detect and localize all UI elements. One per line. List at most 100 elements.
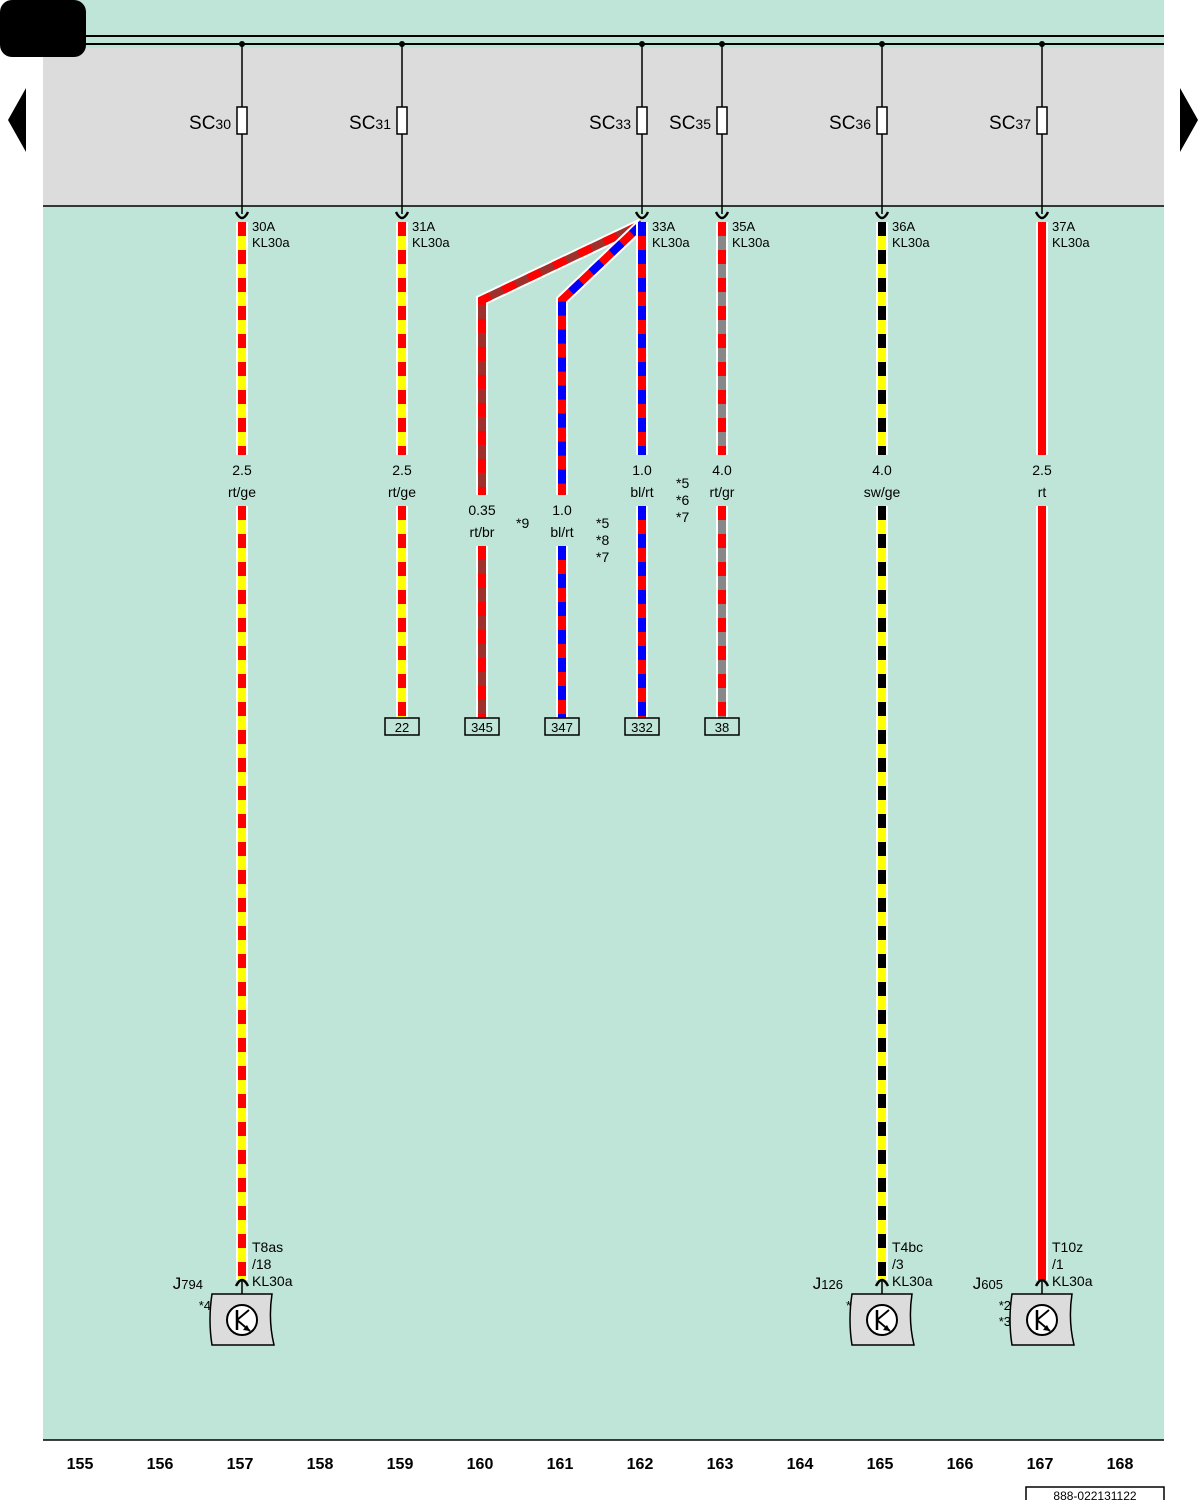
fuse-symbol [876, 106, 888, 135]
component-label: J794 [173, 1274, 203, 1293]
fuse-symbol [396, 106, 408, 135]
fuse-pin-label: 30A [252, 219, 275, 234]
connector-socket-icon [394, 211, 410, 220]
connector-name: T4bc [892, 1239, 923, 1255]
component-footnote: *2 [999, 1298, 1011, 1313]
grid-number-160: 160 [467, 1456, 494, 1473]
connector-name: T10z [1052, 1239, 1083, 1255]
connector-pin: /18 [252, 1256, 272, 1272]
fuse-pin-label: 36A [892, 219, 915, 234]
wire-size-label: 2.5 [392, 462, 412, 478]
reference-number: 22 [395, 720, 409, 735]
connector-pin: /3 [892, 1256, 904, 1272]
fuse-terminal-label: KL30a [732, 235, 770, 250]
wire-color-label: bl/rt [550, 524, 573, 540]
reference-number: 345 [471, 720, 493, 735]
connector-terminal: KL30a [892, 1273, 933, 1289]
fuse-terminal-label: KL30a [892, 235, 930, 250]
grid-number-159: 159 [387, 1456, 414, 1473]
fuse-layer: SC3030AKL30aSC3131AKL30aSC3333AKL30aSC35… [189, 41, 1090, 250]
reference-box-22[interactable]: 22 [384, 717, 420, 736]
diagram-background [43, 0, 1164, 1440]
reference-box-347[interactable]: 347 [544, 717, 580, 736]
wire-size-label: 1.0 [632, 462, 652, 478]
grid-number-156: 156 [147, 1456, 174, 1473]
grid-number-167: 167 [1027, 1456, 1054, 1473]
document-code: 888-022131122 [1053, 1489, 1137, 1500]
wire-footnote: *8 [596, 532, 609, 548]
component-label: J605 [973, 1274, 1003, 1293]
wire-size-label: 1.0 [552, 502, 572, 518]
wire-165: 4.0 sw/ge [864, 222, 901, 1280]
grid-number-165: 165 [867, 1456, 894, 1473]
grid-number-166: 166 [947, 1456, 974, 1473]
reference-box-345[interactable]: 345 [464, 717, 500, 736]
wire-footnote: *5 [596, 515, 609, 531]
fuse-symbol [716, 106, 728, 135]
fuse-label: SC33 [589, 113, 631, 134]
grid-number-162: 162 [627, 1456, 654, 1473]
page-tab-badge [0, 0, 86, 57]
connector-socket-icon [714, 211, 730, 220]
wire-size-label: 4.0 [712, 462, 732, 478]
fuse-terminal-label: KL30a [652, 235, 690, 250]
fuse-label: SC30 [189, 113, 231, 134]
wire-167: 2.5rt [1032, 222, 1052, 1280]
connector-pin: /1 [1052, 1256, 1064, 1272]
reference-number: 332 [631, 720, 653, 735]
document-code-box [1025, 1486, 1165, 1500]
wire-color-label: bl/rt [630, 484, 653, 500]
wire-segment [476, 218, 645, 495]
component-footnote: *4 [199, 1298, 211, 1313]
wire-color-label: rt/gr [710, 484, 735, 500]
grid-number-157: 157 [227, 1456, 254, 1473]
fuse-pin-label: 31A [412, 219, 435, 234]
component-footnote: * [846, 1298, 851, 1313]
fuse-label: SC35 [669, 113, 711, 134]
wire-color-label: rt/ge [388, 484, 416, 500]
grid-number-163: 163 [707, 1456, 734, 1473]
wire-footnote: *6 [676, 492, 689, 508]
reference-boxes: 22 345 347 332 38 [384, 717, 740, 736]
grid-number-161: 161 [547, 1456, 574, 1473]
reference-number: 347 [551, 720, 573, 735]
grid-number-168: 168 [1107, 1456, 1134, 1473]
reference-number: 38 [715, 720, 729, 735]
transistor-icon [866, 1304, 898, 1336]
fuse-pin-label: 37A [1052, 219, 1075, 234]
transistor-icon [226, 1304, 258, 1336]
arrow-right-icon[interactable] [1180, 88, 1198, 152]
connector-socket-icon [874, 211, 890, 220]
fuse-label: SC37 [989, 113, 1031, 134]
wire-157: 2.5rt/ge [228, 222, 256, 1280]
wire-color-label: sw/ge [864, 484, 901, 500]
reference-box-38[interactable]: 38 [704, 717, 740, 736]
transistor-icon [1026, 1304, 1058, 1336]
fuse-terminal-label: KL30a [252, 235, 290, 250]
wire-size-label: 4.0 [872, 462, 892, 478]
wire-color-label: rt/ge [228, 484, 256, 500]
arrow-left-icon[interactable] [8, 88, 26, 152]
wire-footnote: *9 [516, 515, 529, 531]
fuse-symbol [1036, 106, 1048, 135]
reference-box-332[interactable]: 332 [624, 717, 660, 736]
component-label: J126 [813, 1274, 843, 1293]
wire-size-label: 0.35 [468, 502, 495, 518]
fuse-symbol [636, 106, 648, 135]
wire-159: 2.5 rt/ge [388, 222, 416, 718]
connector-terminal: KL30a [252, 1273, 293, 1289]
grid-number-158: 158 [307, 1456, 334, 1473]
wire-size-label: 2.5 [1032, 462, 1052, 478]
connector-socket-icon [1034, 211, 1050, 220]
